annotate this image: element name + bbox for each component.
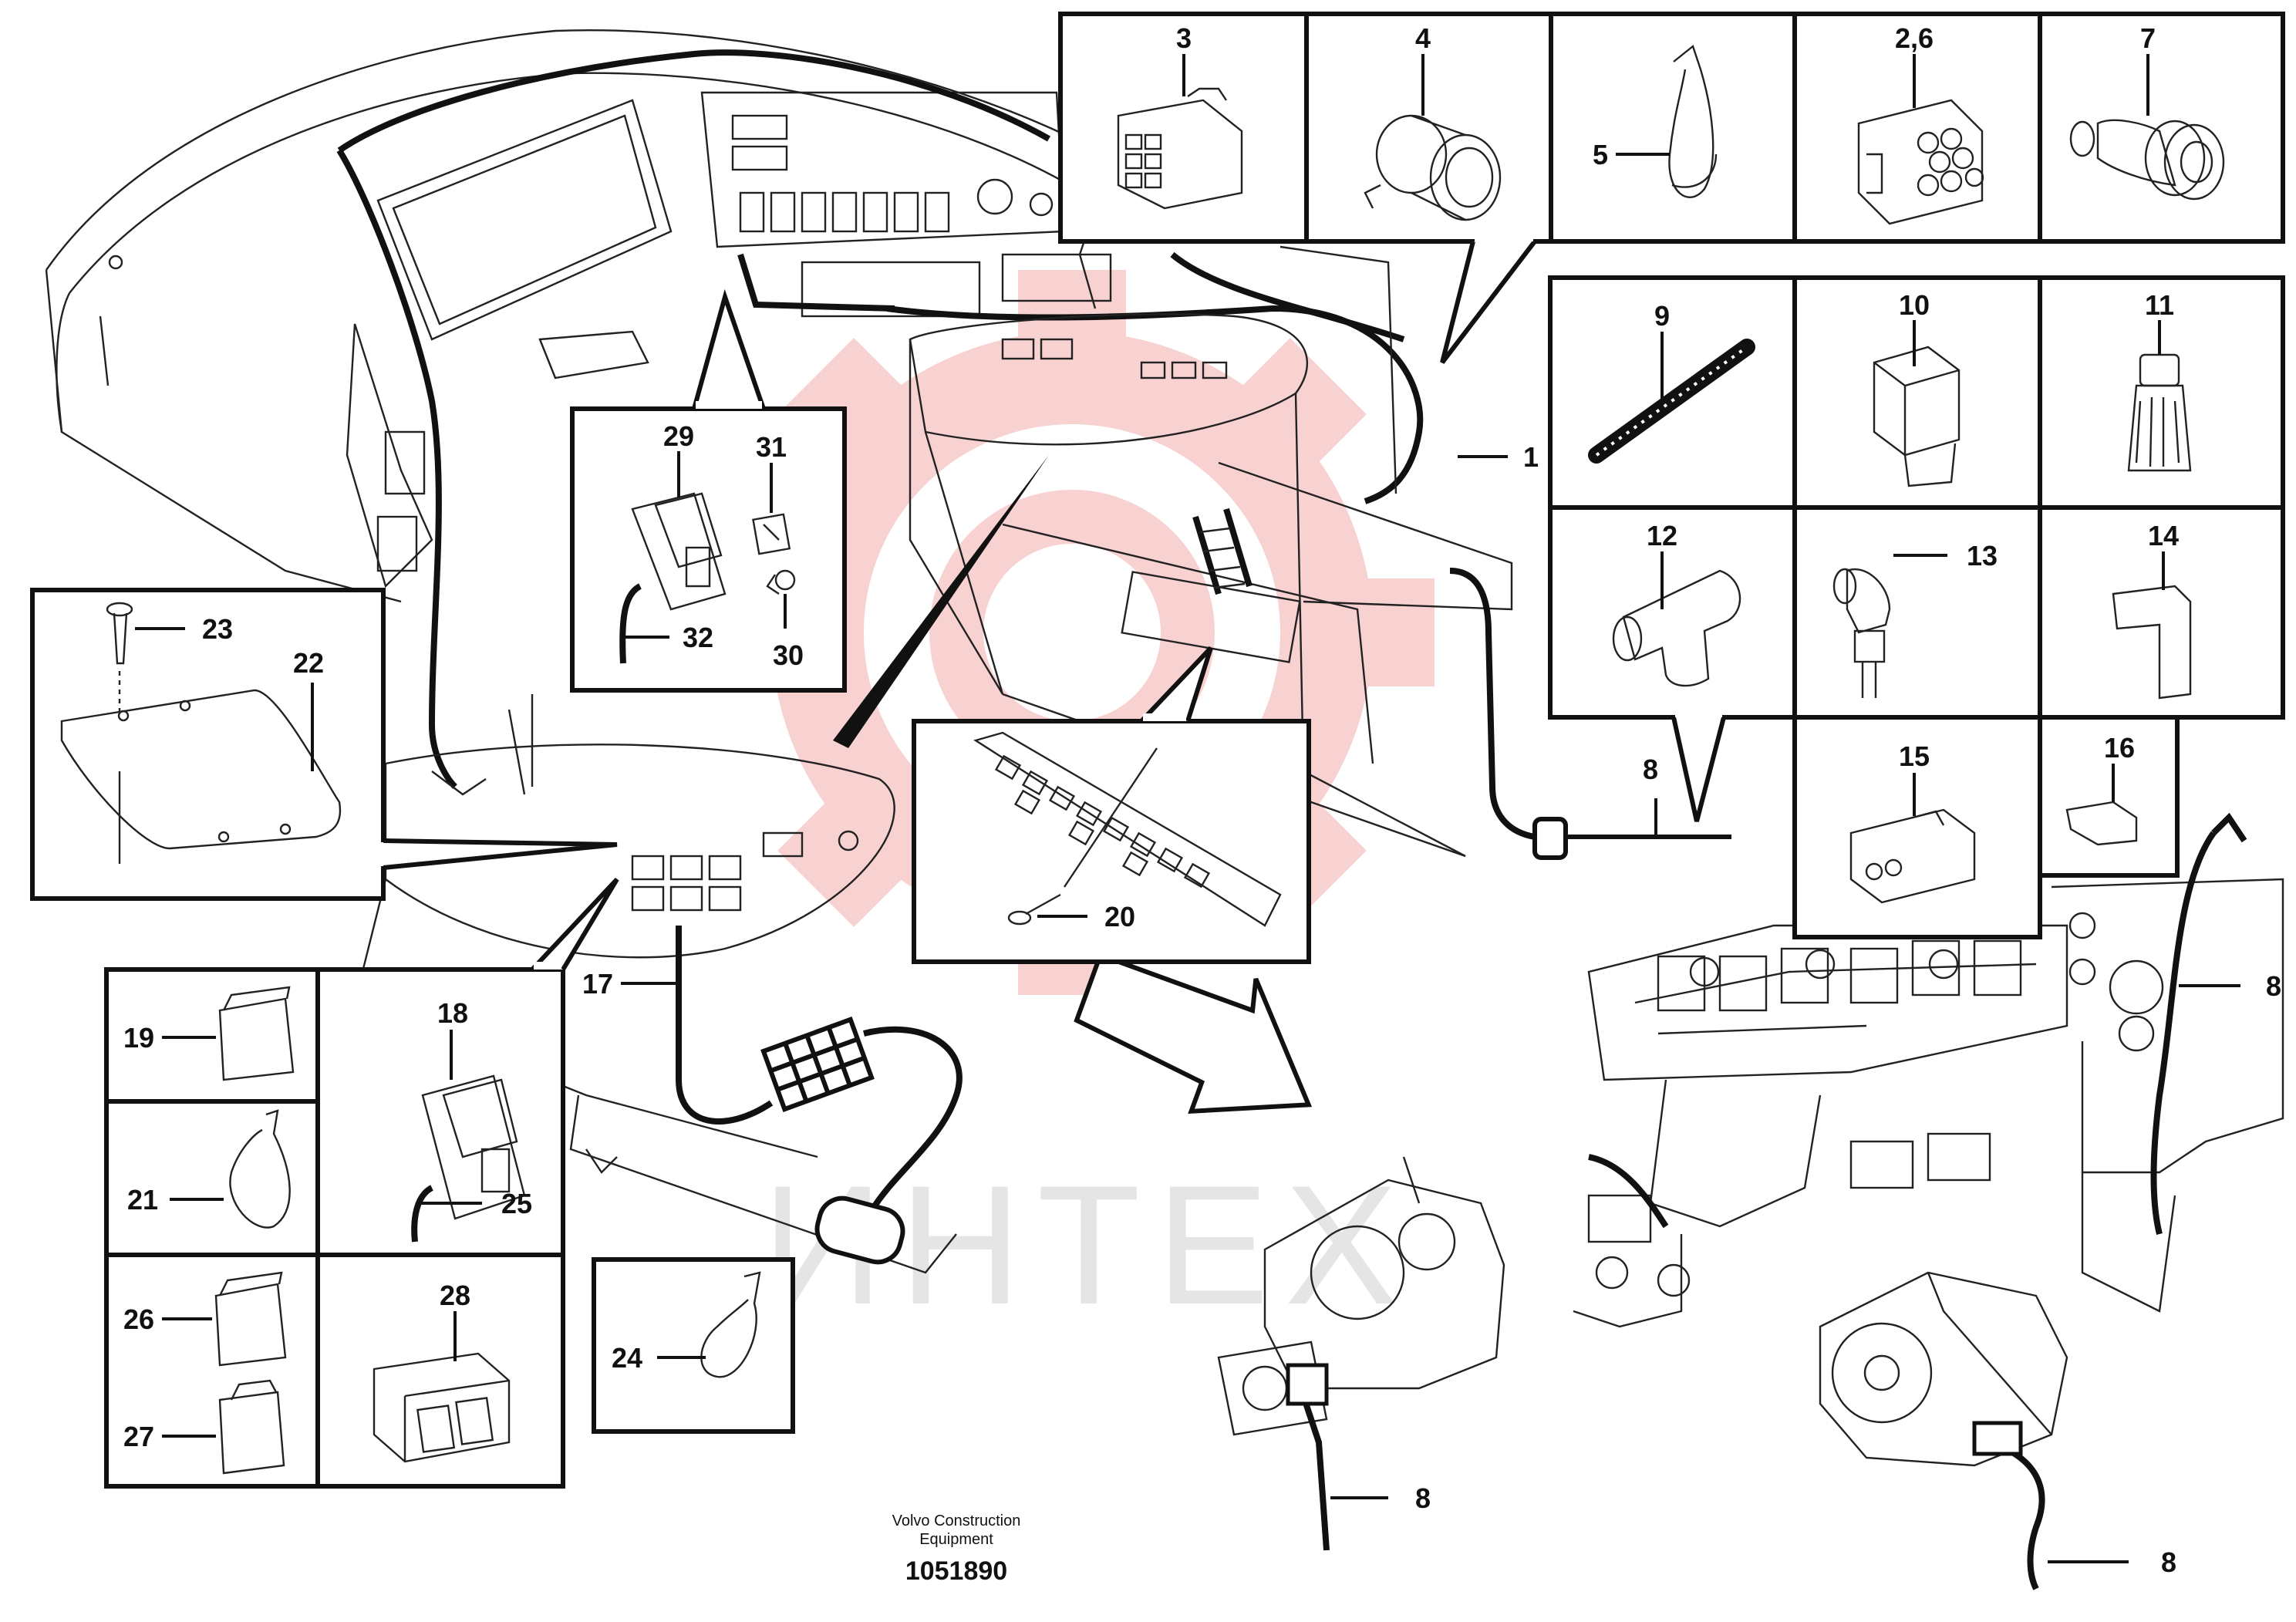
callout-25: 25 [501, 1188, 532, 1219]
cable-tie-24-icon [700, 1271, 761, 1378]
hydraulic-assembly-drawing [1217, 812, 2284, 1590]
t-piece-12-icon [1612, 569, 1741, 687]
panel-screw-detail-box [912, 646, 1311, 964]
callout-9: 9 [1654, 300, 1670, 332]
maker-line-1: Volvo Construction [892, 1512, 1021, 1529]
callout-32: 32 [683, 622, 713, 653]
cap-26-icon [214, 1271, 287, 1367]
connector-grid-top [1058, 12, 2285, 364]
cap-19-icon [218, 986, 295, 1081]
cover-plate-22-icon [60, 689, 342, 850]
elbow-13-icon [1832, 568, 1891, 698]
direction-arrow-icon [1074, 952, 1313, 1114]
pointer-wedge [833, 455, 1049, 748]
callout-2-6: 2,6 [1895, 22, 1934, 54]
connector-grid-bottom [1792, 715, 2180, 939]
callout-18: 18 [437, 997, 468, 1029]
maker-line-2: Equipment [919, 1531, 993, 1548]
screw-23-icon [106, 602, 133, 713]
callout-16: 16 [2104, 732, 2135, 764]
switch-detail-box [570, 288, 847, 693]
callout-30: 30 [773, 639, 804, 671]
callout-8-right: 8 [2266, 970, 2281, 1002]
callout-15: 15 [1899, 740, 1930, 772]
callout-14: 14 [2148, 520, 2179, 551]
cap-27-icon [218, 1379, 285, 1475]
callout-10: 10 [1899, 289, 1930, 321]
callout-26: 26 [123, 1303, 154, 1335]
callout-29: 29 [663, 420, 694, 452]
callout-5: 5 [1593, 139, 1608, 170]
callout-20: 20 [1104, 901, 1135, 932]
callout-28: 28 [440, 1280, 470, 1311]
connector-4-icon [1364, 114, 1502, 221]
drawing-number: 1051890 [905, 1556, 1007, 1586]
rocker-switch-18-icon [421, 1074, 526, 1220]
corrugated-tube-9-icon [1588, 339, 1755, 464]
callout-27: 27 [123, 1421, 154, 1452]
connector-15-icon [1849, 808, 1976, 904]
cover-plate-detail-box [30, 588, 618, 901]
bracket-14-icon [2112, 585, 2192, 700]
callout-24: 24 [612, 1342, 642, 1374]
connector-7-icon [2069, 119, 2225, 201]
switch-parts-grid [104, 877, 619, 1489]
callout-3: 3 [1176, 22, 1192, 54]
callout-8-lower: 8 [2161, 1546, 2176, 1578]
connector-2-6-icon [1857, 99, 1984, 225]
cable-tie-5-icon [1668, 44, 1718, 198]
rocker-switch-29-icon [631, 492, 727, 611]
cable-tie-24-box [592, 1257, 795, 1434]
callout-4: 4 [1415, 22, 1431, 54]
callout-1: 1 [1523, 441, 1539, 473]
callout-21: 21 [127, 1184, 158, 1216]
bulb-30-icon [766, 569, 796, 595]
connector-3-icon [1117, 87, 1243, 210]
callout-7: 7 [2140, 22, 2156, 54]
lower-console-drawing [353, 694, 963, 1274]
callout-8-upper: 8 [1643, 754, 1658, 785]
callout-22: 22 [293, 647, 324, 679]
callout-8-pump: 8 [1415, 1482, 1431, 1514]
callout-11: 11 [2145, 289, 2174, 321]
callout-31: 31 [756, 431, 787, 463]
lens-31-icon [752, 513, 791, 555]
perforated-panel-icon [973, 731, 1282, 927]
bezel-28-icon [373, 1352, 511, 1463]
callout-13: 13 [1967, 540, 1998, 572]
cable-tie-21-icon [229, 1109, 291, 1229]
callout-17: 17 [582, 968, 613, 1000]
callout-19: 19 [123, 1022, 154, 1054]
screw-20-icon [1007, 747, 1158, 926]
callout-23: 23 [202, 613, 233, 645]
callout-12: 12 [1647, 520, 1677, 551]
cube-cap-10-icon [1873, 346, 1961, 487]
